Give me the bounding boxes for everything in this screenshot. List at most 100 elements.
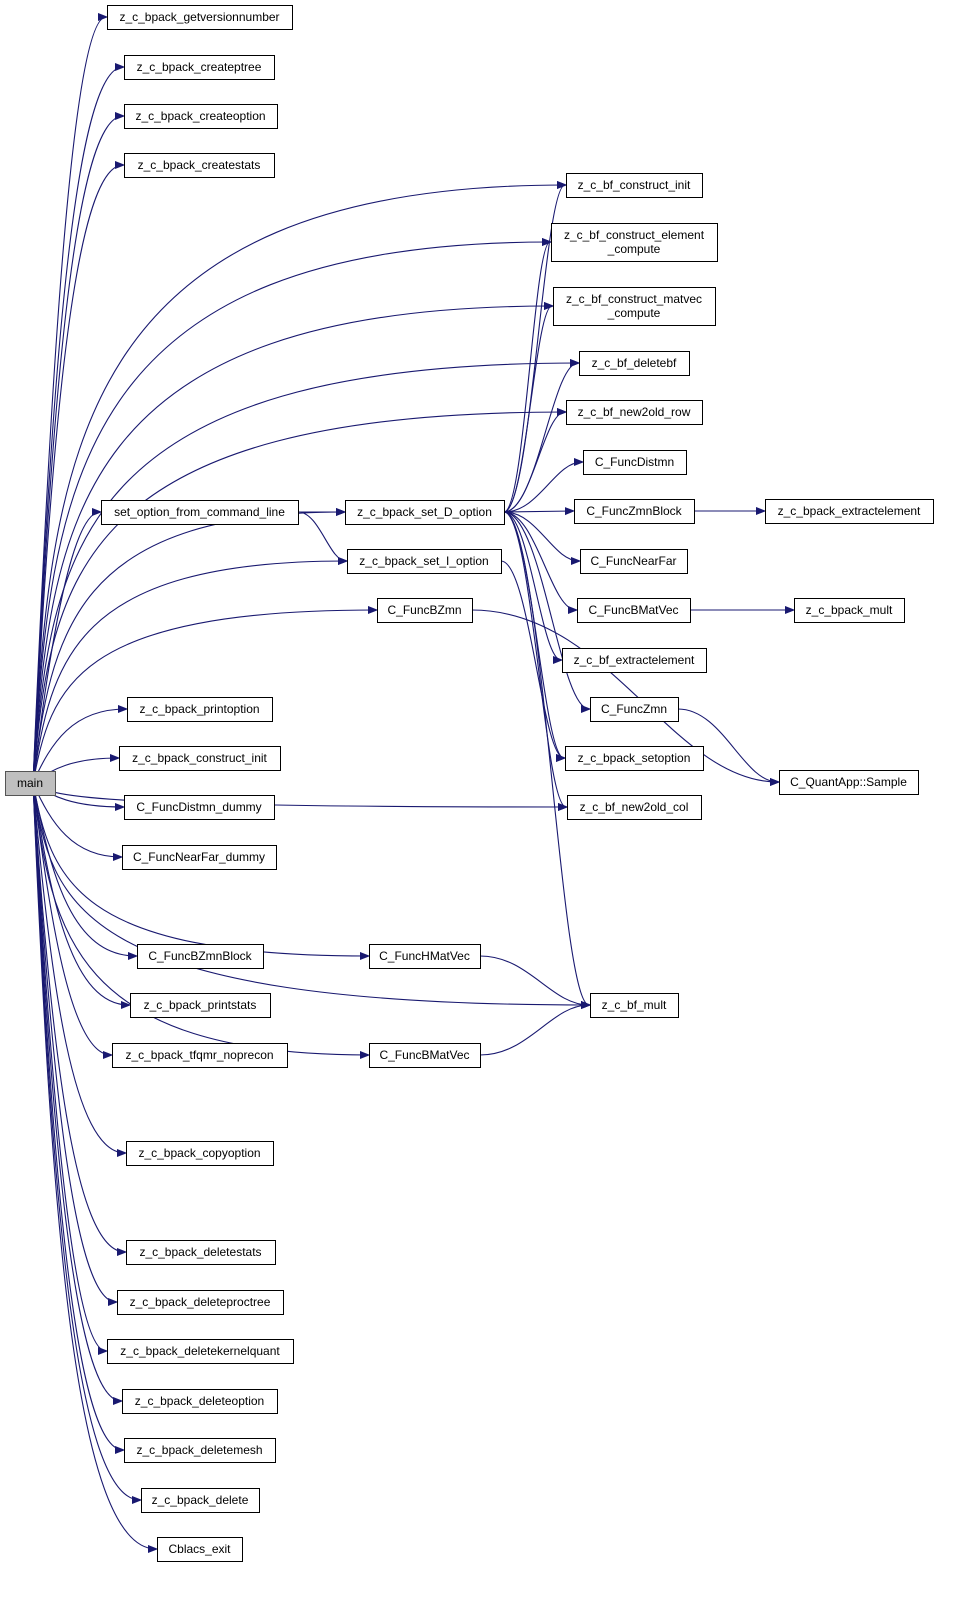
edge-main-to-set_I_option	[32, 561, 346, 784]
node-box-bf_new2old_row	[566, 400, 703, 425]
node-FuncNearFar_dummy[interactable]: C_FuncNearFar_dummy	[122, 845, 277, 870]
node-set_option_from_command_line[interactable]: set_option_from_command_line	[101, 500, 299, 525]
node-box-FuncHMatVec	[369, 944, 481, 969]
node-bpack_delete[interactable]: z_c_bpack_delete	[141, 1488, 260, 1513]
node-construct_init[interactable]: z_c_bpack_construct_init	[119, 746, 281, 771]
node-printoption[interactable]: z_c_bpack_printoption	[127, 697, 273, 722]
node-label-set_I_option: z_c_bpack_set_I_option	[359, 554, 488, 568]
node-box-deletestats	[126, 1240, 276, 1265]
edge-set_D_option-to-FuncBMatVec_D	[503, 511, 576, 610]
edge-main-to-bf_new2old_row	[32, 412, 565, 784]
node-copyoption[interactable]: z_c_bpack_copyoption	[126, 1141, 274, 1166]
node-set_I_option[interactable]: z_c_bpack_set_I_option	[347, 549, 502, 574]
edge-set_D_option-to-bf_construct_element_compute	[503, 242, 550, 513]
node-createptree[interactable]: z_c_bpack_createptree	[124, 55, 275, 80]
node-box-bpack_delete	[141, 1488, 260, 1513]
node-label-copyoption: z_c_bpack_copyoption	[138, 1146, 260, 1160]
node-label-deletestats: z_c_bpack_deletestats	[139, 1245, 261, 1259]
node-label-bpack_extractelement: z_c_bpack_extractelement	[778, 504, 921, 518]
node-label-createstats: z_c_bpack_createstats	[138, 158, 261, 172]
node-bf_construct_element_compute[interactable]: z_c_bf_construct_element_compute	[551, 223, 718, 262]
node-FuncBZmnBlock[interactable]: C_FuncBZmnBlock	[137, 944, 264, 969]
node-FuncDistmn_dummy[interactable]: C_FuncDistmn_dummy	[124, 795, 275, 820]
node-FuncZmnBlock[interactable]: C_FuncZmnBlock	[574, 499, 695, 524]
edge-main-to-bf_deletebf	[32, 363, 578, 784]
edge-main-to-FuncNearFar_dummy	[32, 782, 121, 857]
node-label-printstats: z_c_bpack_printstats	[144, 998, 257, 1012]
node-deletestats[interactable]: z_c_bpack_deletestats	[126, 1240, 276, 1265]
node-label-construct_init: z_c_bpack_construct_init	[132, 751, 267, 765]
node-label-FuncNearFar_dummy: C_FuncNearFar_dummy	[133, 850, 265, 864]
node-box-FuncNearFar_dummy	[122, 845, 277, 870]
node-getversionnumber[interactable]: z_c_bpack_getversionnumber	[107, 5, 293, 30]
node-FuncZmn[interactable]: C_FuncZmn	[590, 697, 679, 722]
node-main[interactable]: main	[5, 771, 56, 796]
edge-set_D_option-to-bf_deletebf	[503, 363, 578, 513]
edge-FuncHMatVec-to-bf_mult	[479, 955, 589, 1005]
node-label-bpack_mult: z_c_bpack_mult	[806, 603, 893, 617]
node-label-cblacs_exit: Cblacs_exit	[168, 1542, 231, 1556]
node-label-FuncNearFar: C_FuncNearFar	[590, 554, 676, 568]
node-box-set_I_option	[347, 549, 502, 574]
node-box-QuantApp_Sample	[779, 770, 919, 795]
node-label-createptree: z_c_bpack_createptree	[137, 60, 262, 74]
node-label-bpack_delete: z_c_bpack_delete	[152, 1493, 249, 1507]
node-bf_deletebf[interactable]: z_c_bf_deletebf	[579, 351, 690, 376]
node-deleteoption[interactable]: z_c_bpack_deleteoption	[122, 1389, 278, 1414]
edge-main-to-FuncBZmn	[32, 610, 376, 784]
node-set_D_option[interactable]: z_c_bpack_set_D_option	[345, 500, 505, 525]
edge-main-to-bf_mult	[32, 782, 589, 1005]
edge-main-to-bf_construct_matvec_compute	[32, 306, 552, 784]
node-deletekernelquant[interactable]: z_c_bpack_deletekernelquant	[107, 1339, 294, 1364]
node-deleteproctree[interactable]: z_c_bpack_deleteproctree	[117, 1290, 284, 1315]
node-label-getversionnumber: z_c_bpack_getversionnumber	[119, 10, 279, 24]
edge-main-to-createptree	[32, 67, 123, 784]
node-createoption[interactable]: z_c_bpack_createoption	[124, 104, 278, 129]
node-bf_extractelement[interactable]: z_c_bf_extractelement	[562, 648, 707, 673]
node-box-FuncDistmn_dummy	[124, 795, 275, 820]
node-deletemesh[interactable]: z_c_bpack_deletemesh	[124, 1438, 276, 1463]
edge-set_D_option-to-bf_mult	[503, 511, 589, 1005]
node-box-FuncBZmn	[377, 598, 473, 623]
node-tfqmr_noprecon[interactable]: z_c_bpack_tfqmr_noprecon	[112, 1043, 288, 1068]
node-box-construct_init	[119, 746, 281, 771]
node-printstats[interactable]: z_c_bpack_printstats	[130, 993, 271, 1018]
node-FuncNearFar[interactable]: C_FuncNearFar	[580, 549, 688, 574]
node-bpack_setoption[interactable]: z_c_bpack_setoption	[565, 746, 704, 771]
node-FuncDistmn[interactable]: C_FuncDistmn	[583, 450, 687, 475]
edge-main-to-cblacs_exit	[32, 782, 156, 1549]
node-bf_construct_init[interactable]: z_c_bf_construct_init	[566, 173, 703, 198]
node-label-FuncBZmn: C_FuncBZmn	[387, 603, 461, 617]
node-bf_construct_matvec_compute[interactable]: z_c_bf_construct_matvec_compute	[553, 287, 716, 326]
node-bf_mult[interactable]: z_c_bf_mult	[590, 993, 679, 1018]
edge-main-to-deleteoption	[32, 782, 121, 1401]
node-label-FuncBMatVec_D: C_FuncBMatVec	[588, 603, 678, 617]
node-bpack_extractelement[interactable]: z_c_bpack_extractelement	[765, 499, 934, 524]
node-createstats[interactable]: z_c_bpack_createstats	[124, 153, 275, 178]
edge-main-to-deletestats	[32, 782, 125, 1252]
node-label-bf_new2old_col: z_c_bf_new2old_col	[580, 800, 689, 814]
node-cblacs_exit[interactable]: Cblacs_exit	[157, 1537, 243, 1562]
node-box-bf_construct_element_compute	[551, 223, 718, 262]
node-box-bf_extractelement	[562, 648, 707, 673]
node-bpack_mult[interactable]: z_c_bpack_mult	[794, 598, 905, 623]
edge-set_D_option-to-bf_new2old_col	[503, 511, 566, 807]
node-label-printoption: z_c_bpack_printoption	[139, 702, 259, 716]
edge-set_D_option-to-FuncNearFar	[503, 511, 579, 561]
node-box-FuncZmnBlock	[574, 499, 695, 524]
node-label-deleteoption: z_c_bpack_deleteoption	[135, 1394, 264, 1408]
node-FuncBZmn[interactable]: C_FuncBZmn	[377, 598, 473, 623]
node-FuncHMatVec[interactable]: C_FuncHMatVec	[369, 944, 481, 969]
node-box-FuncBZmnBlock	[137, 944, 264, 969]
node-box-bf_construct_init	[566, 173, 703, 198]
node-box-printoption	[127, 697, 273, 722]
node-FuncBMatVec_main[interactable]: C_FuncBMatVec	[369, 1043, 481, 1068]
node-QuantApp_Sample[interactable]: C_QuantApp::Sample	[779, 770, 919, 795]
edge-set_D_option-to-bf_extractelement	[503, 511, 561, 660]
node-FuncBMatVec_D[interactable]: C_FuncBMatVec	[577, 598, 691, 623]
node-bf_new2old_row[interactable]: z_c_bf_new2old_row	[566, 400, 703, 425]
node-box-bf_mult	[590, 993, 679, 1018]
edge-main-to-tfqmr_noprecon	[32, 782, 111, 1055]
edge-main-to-printstats	[32, 782, 129, 1005]
node-bf_new2old_col[interactable]: z_c_bf_new2old_col	[567, 795, 702, 820]
